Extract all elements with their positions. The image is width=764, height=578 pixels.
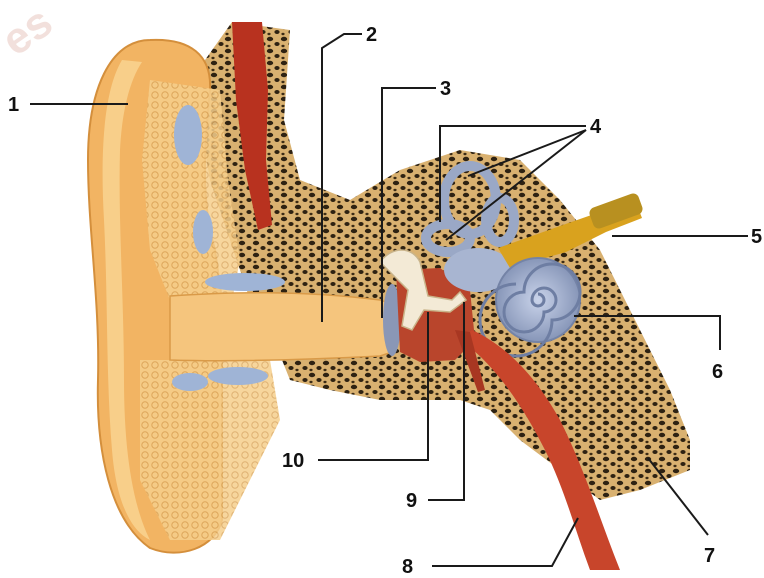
watermark-text: es (0, 0, 61, 65)
svg-text:2: 2 (366, 24, 377, 46)
auricle-cartilage-lower (140, 360, 280, 540)
svg-text:10: 10 (282, 450, 304, 472)
cartilage-patch (193, 210, 213, 254)
svg-text:6: 6 (712, 361, 723, 383)
ear-canal (170, 293, 392, 361)
cartilage-patch (208, 367, 268, 385)
cartilage-patch (172, 373, 208, 391)
cartilage-patch (174, 105, 202, 165)
svg-text:9: 9 (406, 490, 417, 512)
cartilage-patch (205, 273, 285, 291)
svg-text:1: 1 (8, 94, 19, 116)
svg-text:8: 8 (402, 556, 413, 578)
label-5: 5 (612, 226, 762, 248)
svg-text:5: 5 (751, 226, 762, 248)
svg-text:7: 7 (704, 545, 715, 567)
svg-text:4: 4 (590, 116, 602, 138)
svg-text:3: 3 (440, 78, 451, 100)
label-8: 8 (402, 518, 578, 578)
